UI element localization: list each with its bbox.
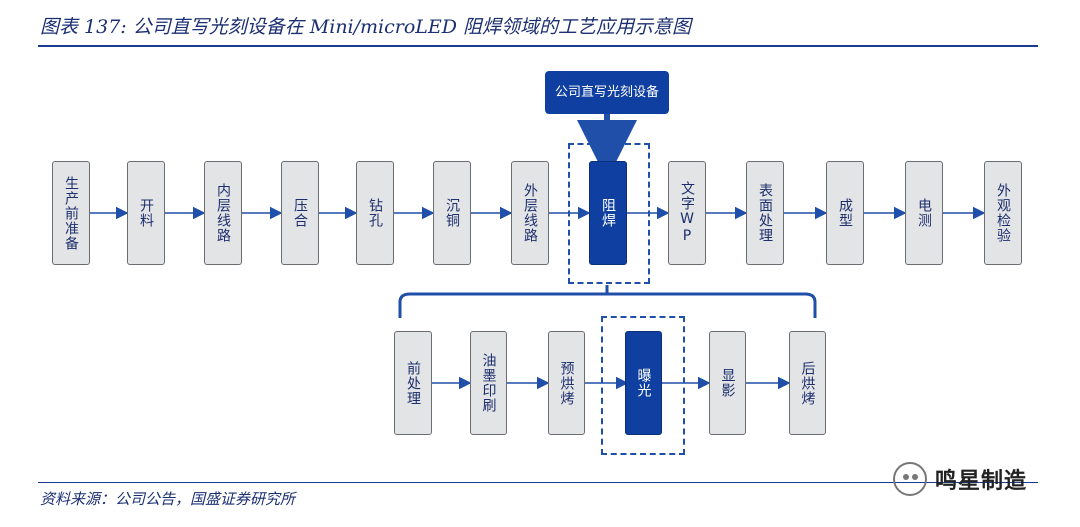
footer-divider bbox=[38, 482, 1038, 483]
sub-step-box-exposure: 曝光 bbox=[625, 331, 662, 435]
sub-step-box: 显影 bbox=[709, 331, 746, 435]
step-box: 成型 bbox=[826, 161, 864, 265]
step-box: 内层线路 bbox=[204, 161, 242, 265]
step-box: 外层线路 bbox=[511, 161, 549, 265]
step-box: 钻孔 bbox=[356, 161, 394, 265]
sub-step-box: 油墨印刷 bbox=[470, 331, 507, 435]
header-divider bbox=[38, 45, 1038, 47]
watermark-text: 鸣星制造 bbox=[935, 469, 1028, 494]
sub-step-box: 前处理 bbox=[394, 331, 432, 435]
step-box: 沉铜 bbox=[433, 161, 471, 265]
step-box: 外观检验 bbox=[984, 161, 1022, 265]
step-box: 电测 bbox=[905, 161, 943, 265]
direct-write-device-box: 公司直写光刻设备 bbox=[545, 71, 669, 114]
highlight-frame-solder-mask bbox=[568, 143, 650, 284]
step-box: 压合 bbox=[281, 161, 319, 265]
step-box: 文字WP bbox=[668, 161, 706, 265]
watermark: 鸣星制造 bbox=[893, 462, 1027, 496]
highlight-frame-exposure bbox=[601, 316, 685, 455]
sub-flow-bracket bbox=[398, 285, 817, 318]
sub-step-box: 预烘烤 bbox=[548, 331, 585, 435]
step-box: 开料 bbox=[127, 161, 165, 265]
wechat-icon bbox=[893, 462, 927, 496]
step-box: 生产前准备 bbox=[52, 161, 90, 265]
source-note: 资料来源：公司公告，国盛证券研究所 bbox=[40, 490, 296, 508]
chart-title: 图表 137: 公司直写光刻设备在 Mini/microLED 阻焊领域的工艺应… bbox=[40, 16, 692, 38]
sub-step-box: 后烘烤 bbox=[789, 331, 826, 435]
step-box-solder-mask: 阻焊 bbox=[589, 161, 627, 265]
step-box: 表面处理 bbox=[746, 161, 784, 265]
